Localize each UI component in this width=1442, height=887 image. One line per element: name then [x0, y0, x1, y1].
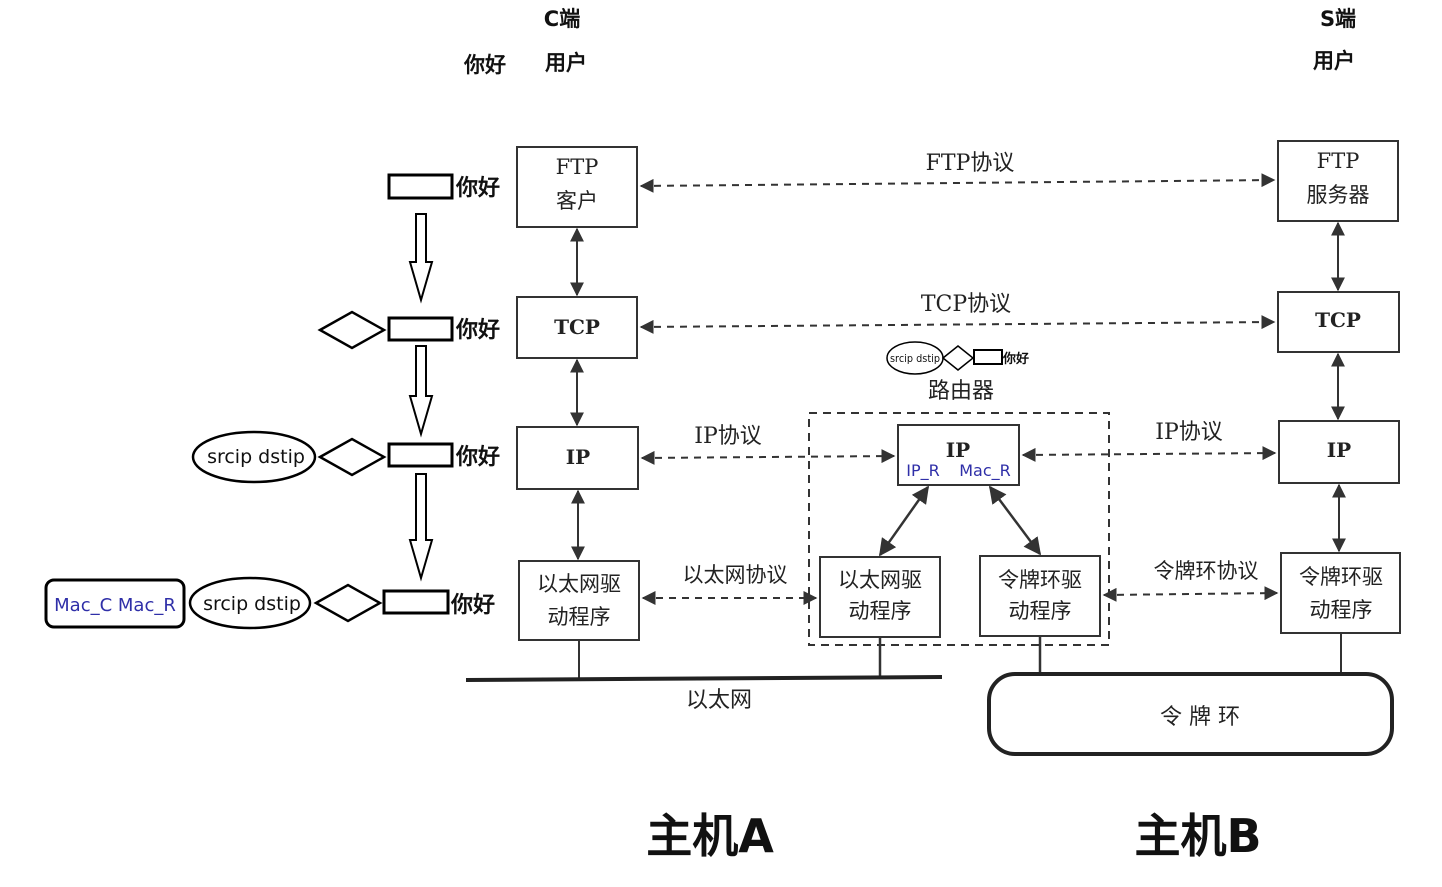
ftp-client-line2: 客户	[556, 189, 598, 213]
host-b-caption: 主机B	[1134, 809, 1261, 863]
token-driver-b-line2: 动程序	[1310, 598, 1373, 622]
token-driver-b-line1: 令牌环驱	[1299, 565, 1383, 589]
router-boxes	[819, 424, 1101, 638]
ip-label-b: IP	[1327, 438, 1351, 462]
ethernet-protocol-label: 以太网协议	[683, 563, 788, 587]
s-user-label: 用户	[1313, 49, 1355, 73]
router-eth-line2: 动程序	[849, 599, 912, 623]
host-a-vertical-arrows	[570, 227, 585, 679]
ip-box-a	[516, 426, 639, 490]
ip-label-a: IP	[566, 445, 590, 469]
router-label: 路由器	[928, 379, 994, 404]
router-internal-arrows	[878, 485, 1042, 679]
ethernet-bus	[465, 675, 943, 682]
ip-protocol-left-label: IP协议	[694, 424, 762, 449]
router-eth-driver-box	[819, 556, 941, 638]
encapsulation-down-arrows	[408, 213, 434, 582]
router-mac-r: Mac_R	[959, 461, 1011, 481]
router-ip-r: IP_R	[906, 461, 939, 481]
token-driver-box-b	[1280, 552, 1401, 634]
ip-protocol-right-label: IP协议	[1155, 420, 1223, 445]
token-ring-label: 令 牌 环	[1160, 705, 1240, 730]
router-eth-line1: 以太网驱	[838, 568, 922, 592]
tcp-protocol-label: TCP协议	[921, 292, 1011, 317]
host-b-stack	[1277, 140, 1401, 634]
ftp-server-line2: 服务器	[1307, 183, 1370, 207]
level3-payload: 你好	[455, 444, 500, 470]
ftp-server-line1: FTP	[1317, 149, 1360, 173]
down-arrow-icon	[408, 473, 434, 582]
mini-packet-payload: 你好	[1002, 351, 1029, 367]
level4-ip-header: srcip dstip	[203, 593, 301, 615]
down-arrow-icon	[408, 213, 434, 304]
router-token-line2: 动程序	[1009, 599, 1072, 623]
router-ip-box	[897, 424, 1020, 486]
encapsulation-level-4: Mac_C Mac_R srcip dstip 你好	[44, 576, 495, 630]
router-ip-label: IP	[946, 438, 970, 462]
router-token-line1: 令牌环驱	[998, 568, 1082, 592]
ftp-client-line1: FTP	[556, 155, 599, 179]
level2-payload: 你好	[455, 317, 500, 343]
ethernet-label: 以太网	[686, 688, 752, 713]
encapsulation-level-3: srcip dstip 你好	[191, 430, 500, 484]
token-ring-protocol-label: 令牌环协议	[1154, 559, 1259, 583]
tcp-label-b: TCP	[1315, 308, 1361, 332]
host-a-stack	[516, 146, 640, 641]
ftp-client-box	[516, 146, 638, 228]
tcp-box-a	[516, 296, 638, 359]
eth-driver-box-a	[518, 560, 640, 641]
token-ring	[987, 672, 1394, 756]
ftp-protocol-label: FTP协议	[926, 151, 1015, 176]
router-mini-packet: srcip dstip 你好	[886, 341, 1029, 375]
ip-box-b	[1278, 420, 1400, 484]
c-user-label: 用户	[545, 51, 587, 75]
mini-packet-ip-header: srcip dstip	[890, 352, 940, 365]
level1-payload: 你好	[455, 175, 500, 201]
eth-driver-a-line1: 以太网驱	[537, 572, 621, 596]
host-b-vertical-arrows	[1331, 221, 1346, 674]
level3-ip-header: srcip dstip	[207, 446, 305, 468]
eth-driver-a-line2: 动程序	[548, 605, 611, 629]
level4-payload: 你好	[450, 592, 495, 618]
c-end-label: C端	[544, 7, 580, 31]
tcp-box-b	[1277, 291, 1400, 353]
router-token-driver-box	[979, 555, 1101, 637]
level4-mac-header: Mac_C Mac_R	[54, 595, 176, 616]
down-arrow-icon	[408, 345, 434, 438]
encapsulation-level-2: 你好	[317, 310, 500, 350]
ftp-server-box	[1277, 140, 1399, 222]
hello-label: 你好	[463, 53, 506, 77]
protocol-arrows	[639, 173, 1279, 605]
tcp-label-a: TCP	[554, 315, 600, 339]
s-end-label: S端	[1320, 7, 1356, 31]
encapsulation-level-1: 你好	[387, 173, 500, 201]
host-a-caption: 主机A	[646, 809, 774, 863]
